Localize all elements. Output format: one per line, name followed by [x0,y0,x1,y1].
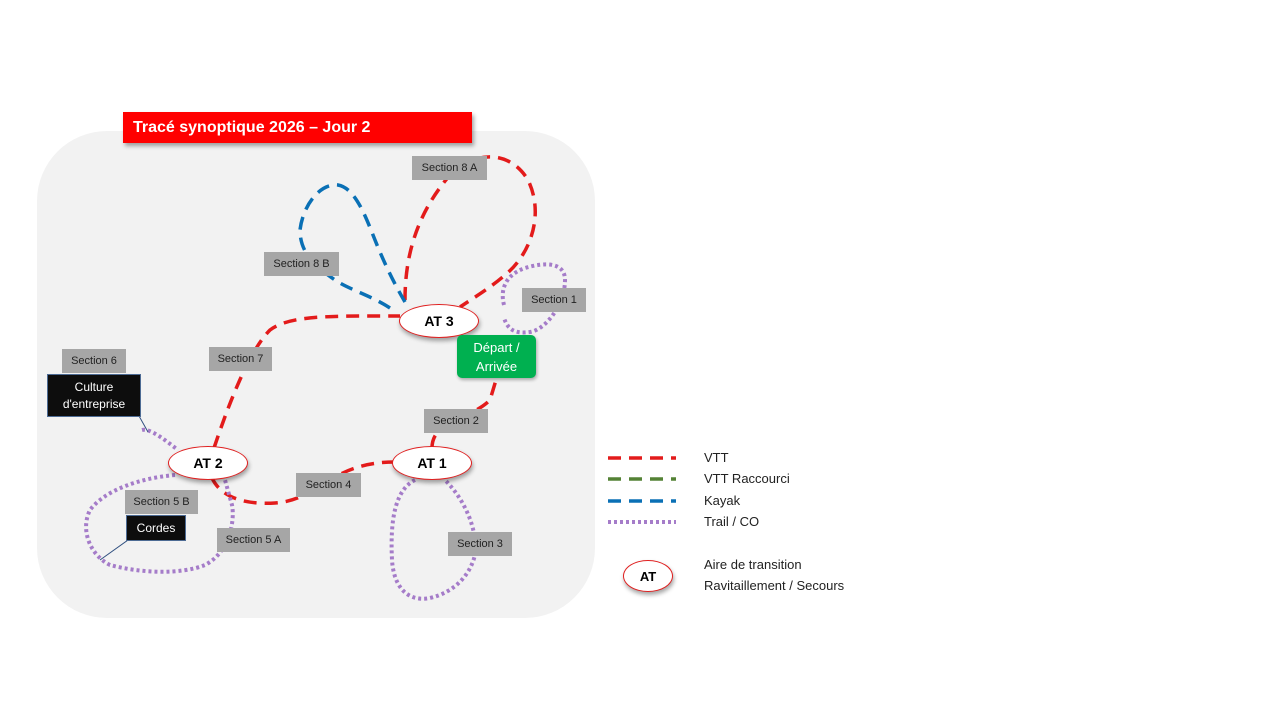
at1-node: AT 1 [392,446,472,480]
culture-connector [138,415,149,433]
label-section-5a: Section 5 A [217,528,290,552]
legend-at-line-2: Ravitaillement / Secours [704,578,845,593]
legend-lines [608,456,676,503]
route-section-7 [212,314,401,449]
label-section-8a: Section 8 A [412,156,487,180]
legend-at-symbol: AT [623,560,673,592]
route-section-6 [141,427,180,452]
route-section-3 [389,478,478,601]
culture-entreprise-box: Culture d'entreprise [47,374,141,417]
label-section-6: Section 6 [62,349,126,373]
route-section-1 [500,262,568,335]
route-section-2 [430,379,498,449]
legend-trail-label: Trail / CO [704,514,760,529]
route-section-8a [403,155,537,309]
label-section-1: Section 1 [522,288,586,312]
label-section-3: Section 3 [448,532,512,556]
at2-node: AT 2 [168,446,248,480]
route-section-8b [298,183,407,310]
culture-line-2: d'entreprise [62,396,126,411]
depart-arrivee-box: Départ / Arrivée [457,335,536,378]
legend-at-line-1: Aire de transition [704,557,802,572]
label-section-8b: Section 8 B [264,252,339,276]
legend-kayak-label: Kayak [704,493,741,508]
culture-line-1: Culture [74,379,114,394]
label-section-4: Section 4 [296,473,361,497]
label-section-2: Section 2 [424,409,488,433]
legend-vtt-label: VTT [704,450,729,465]
cordes-connector [99,539,129,561]
label-section-5b: Section 5 B [125,490,198,514]
depart-line-1: Départ / [473,339,520,355]
depart-line-2: Arrivée [475,358,518,374]
cordes-box: Cordes [126,515,186,541]
vtt-routes [210,155,537,505]
legend-vtt-raccourci-label: VTT Raccourci [704,471,790,486]
label-section-7: Section 7 [209,347,272,371]
diagram-title: Tracé synoptique 2026 – Jour 2 [123,112,472,143]
route-section-4 [210,460,396,505]
at3-node: AT 3 [399,304,479,338]
